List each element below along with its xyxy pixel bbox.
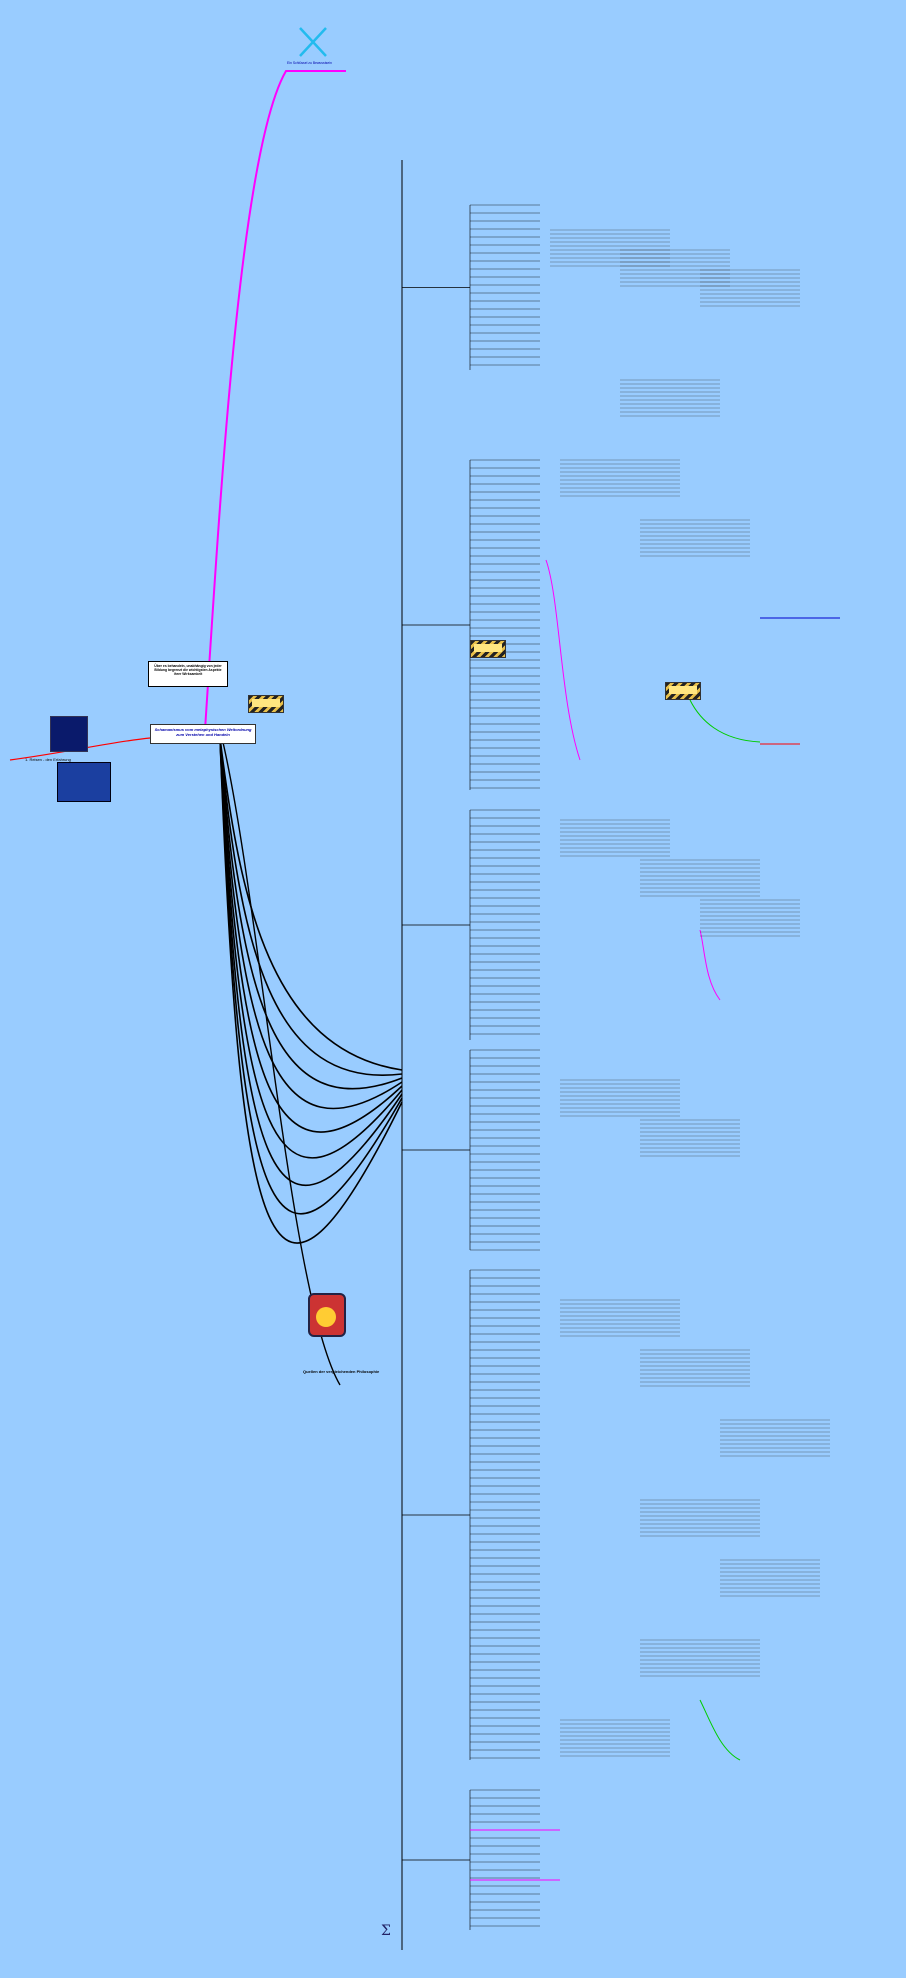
accent-line-magenta bbox=[699, 929, 721, 1001]
warning-sign-icon bbox=[248, 695, 284, 713]
trunk-line bbox=[219, 737, 403, 1090]
top-node-label[interactable]: Ein Schlüssel zu Bewusstsein bbox=[287, 61, 332, 65]
branch-line-top bbox=[204, 70, 346, 731]
night-sky-icon bbox=[50, 716, 88, 752]
left-node-label[interactable]: 1. Reisen - den Erfahrung bbox=[25, 757, 71, 762]
trunk-line bbox=[219, 737, 403, 1187]
trunk-line bbox=[219, 737, 403, 1071]
accent-line-green bbox=[689, 699, 761, 743]
crest-icon bbox=[308, 1293, 346, 1337]
trunk-line bbox=[219, 737, 403, 1076]
accent-line-magenta bbox=[545, 559, 581, 761]
sigma-icon: Σ bbox=[381, 1923, 391, 1939]
trunk-line bbox=[219, 737, 403, 1133]
note-box[interactable]: Über es behandeln, unabhängig von jeder … bbox=[148, 661, 228, 687]
trunk-line bbox=[219, 737, 403, 1244]
central-topic[interactable]: Schamanismus vom metaphysischen Weltordn… bbox=[150, 724, 256, 744]
trunk-line bbox=[219, 737, 403, 1159]
warning-sign-icon bbox=[665, 682, 701, 700]
grid-globe-icon bbox=[57, 762, 111, 802]
trunk-line bbox=[219, 737, 403, 1215]
accent-line-green bbox=[699, 1699, 741, 1761]
trunk-line bbox=[219, 737, 403, 1110]
warning-sign-icon bbox=[470, 640, 506, 658]
bottom-node-label[interactable]: Quellen der vergleichenden Philosophie bbox=[303, 1369, 380, 1374]
